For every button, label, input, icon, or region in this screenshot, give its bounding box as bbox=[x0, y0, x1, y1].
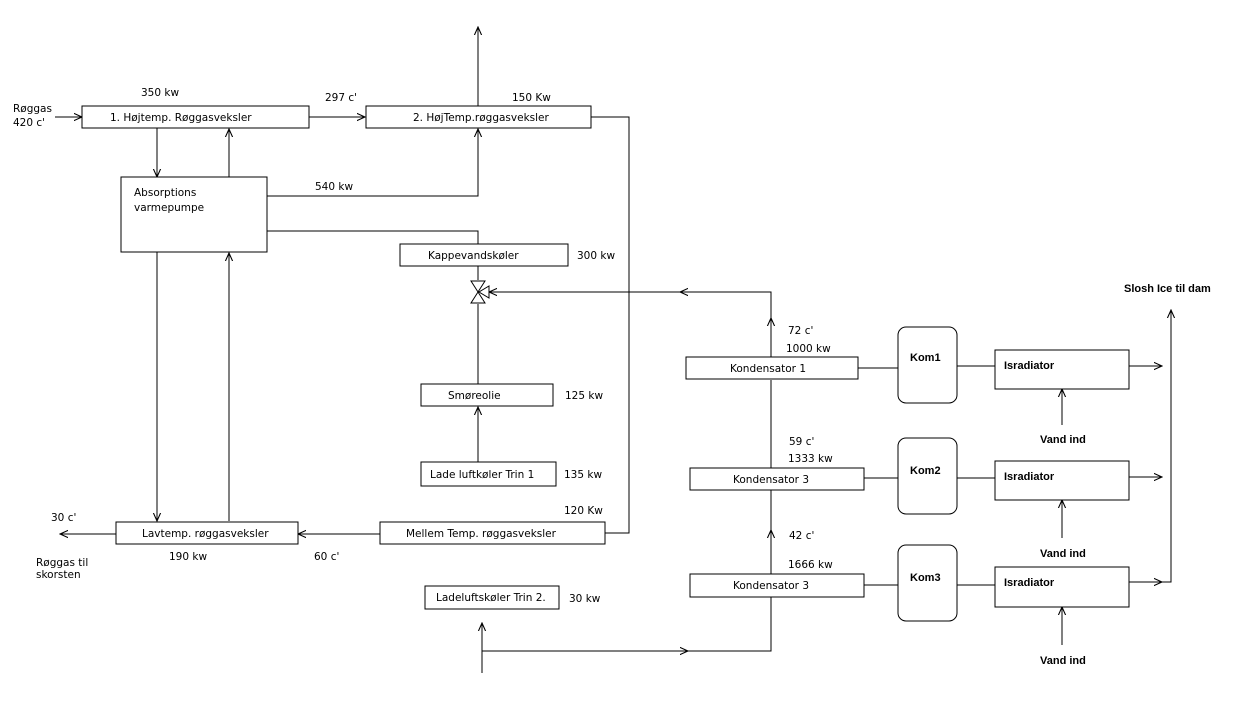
kondensator1-label: Kondensator 1 bbox=[730, 363, 806, 375]
annotations: Røggas 420 c' 350 kw 297 c' 150 Kw 540 k… bbox=[13, 87, 1211, 667]
lavtemp-label: Lavtemp. røggasveksler bbox=[142, 528, 269, 540]
smoreolie-label: Smøreolie bbox=[448, 390, 501, 402]
vand-ind-1: Vand ind bbox=[1040, 434, 1086, 446]
k3-kw: 1666 kw bbox=[788, 559, 833, 571]
roggas-out-label-2: skorsten bbox=[36, 569, 81, 581]
box-kappevand: Kappevandskøler bbox=[399, 243, 569, 267]
box-hojtemp2: 2. HøjTemp.røggasveksler bbox=[365, 105, 592, 129]
kom3-label: Kom3 bbox=[910, 572, 941, 584]
mellem-kw: 120 Kw bbox=[564, 505, 603, 517]
absorption-label-1: Absorptions bbox=[134, 187, 196, 199]
box-kom2: Kom2 bbox=[897, 437, 958, 515]
box-lavtemp: Lavtemp. røggasveksler bbox=[115, 521, 299, 545]
k2-temp: 59 c' bbox=[789, 436, 814, 448]
hojtemp1-kw: 350 kw bbox=[141, 87, 179, 99]
lade-trin1-label: Lade luftkøler Trin 1 bbox=[430, 469, 534, 481]
box-kondensator3: Kondensator 3 bbox=[689, 573, 865, 598]
hojtemp2-kw: 150 Kw bbox=[512, 92, 551, 104]
box-kom1: Kom1 bbox=[897, 326, 958, 404]
absorption-label-2: varmepumpe bbox=[134, 202, 204, 214]
kom1-label: Kom1 bbox=[910, 352, 941, 364]
k1-kw: 1000 kw bbox=[786, 343, 831, 355]
k1-temp: 72 c' bbox=[788, 325, 813, 337]
box-kom3: Kom3 bbox=[897, 544, 958, 622]
kappevand-kw: 300 kw bbox=[577, 250, 615, 262]
lavtemp-kw: 190 kw bbox=[169, 551, 207, 563]
isradiator2-label: Isradiator bbox=[1004, 471, 1055, 483]
arrow-collector-up bbox=[1129, 310, 1171, 583]
arrow-return-left bbox=[680, 292, 772, 318]
absorption-kw: 540 kw bbox=[315, 181, 353, 193]
k2-kw: 1333 kw bbox=[788, 453, 833, 465]
box-smoreolie: Smøreolie bbox=[420, 383, 554, 407]
lade-trin2-kw: 30 kw bbox=[569, 593, 601, 605]
box-isradiator3: Isradiator bbox=[994, 566, 1130, 608]
box-hojtemp1: 1. Højtemp. Røggasveksler bbox=[81, 105, 310, 129]
box-mellem: Mellem Temp. røggasveksler bbox=[379, 521, 606, 545]
temp-30: 30 c' bbox=[51, 512, 76, 524]
kom2-label: Kom2 bbox=[910, 465, 941, 477]
line-branch-to-kond3 bbox=[688, 597, 772, 652]
smoreolie-kw: 125 kw bbox=[565, 390, 603, 402]
mellem-label: Mellem Temp. røggasveksler bbox=[406, 528, 557, 540]
arrow-absorption-to-box2 bbox=[267, 129, 478, 197]
line-absorption-to-kappevand bbox=[267, 230, 479, 244]
lade-trin1-kw: 135 kw bbox=[564, 469, 602, 481]
vand-ind-2: Vand ind bbox=[1040, 548, 1086, 560]
hojtemp2-label: 2. HøjTemp.røggasveksler bbox=[413, 112, 549, 124]
box-absorption: Absorptions varmepumpe bbox=[120, 176, 268, 253]
box-lade-trin2: Ladeluftskøler Trin 2. bbox=[424, 585, 560, 610]
flow-lines bbox=[55, 27, 1171, 673]
roggas-in-temp: 420 c' bbox=[13, 117, 45, 129]
box-kondensator1: Kondensator 1 bbox=[685, 356, 859, 380]
lade-trin2-label: Ladeluftskøler Trin 2. bbox=[436, 592, 546, 604]
box-lade-trin1: Lade luftkøler Trin 1 bbox=[420, 461, 557, 487]
valve-icon bbox=[470, 280, 490, 304]
line-box2-to-mellem bbox=[591, 116, 630, 534]
kondensator2-label: Kondensator 3 bbox=[733, 474, 809, 486]
box-isradiator1: Isradiator bbox=[994, 349, 1130, 390]
k3-temp: 42 c' bbox=[789, 530, 814, 542]
roggas-in-label: Røggas bbox=[13, 103, 52, 115]
kondensator3-label: Kondensator 3 bbox=[733, 580, 809, 592]
hojtemp1-label: 1. Højtemp. Røggasveksler bbox=[110, 112, 252, 124]
temp-60: 60 c' bbox=[314, 551, 339, 563]
isradiator1-label: Isradiator bbox=[1004, 360, 1055, 372]
vand-ind-3: Vand ind bbox=[1040, 655, 1086, 667]
temp-297: 297 c' bbox=[325, 92, 357, 104]
roggas-out-label: Røggas til bbox=[36, 557, 88, 569]
kappevand-label: Kappevandskøler bbox=[428, 250, 519, 262]
box-kondensator2: Kondensator 3 bbox=[689, 467, 865, 491]
box-isradiator2: Isradiator bbox=[994, 460, 1130, 501]
isradiator3-label: Isradiator bbox=[1004, 577, 1055, 589]
slosh-ice-label: Slosh Ice til dam bbox=[1124, 283, 1211, 295]
